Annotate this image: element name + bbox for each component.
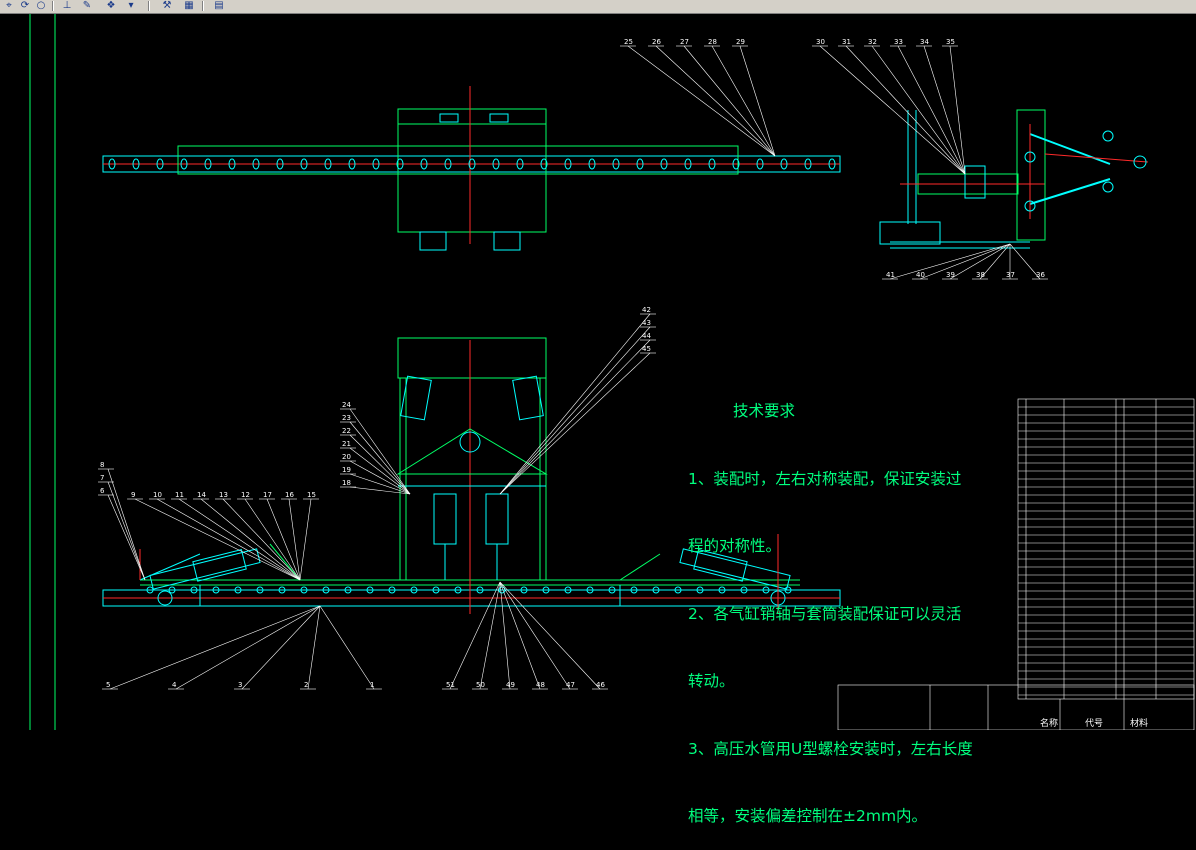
- layers-icon[interactable]: ❖: [106, 0, 116, 11]
- measure-icon[interactable]: ⊥: [62, 0, 72, 11]
- balloon-front-left-top: 7: [100, 474, 104, 482]
- balloon-top: 29: [736, 38, 745, 46]
- balloon-front-right: 45: [642, 345, 651, 353]
- balloon-front-left-top: 9: [131, 491, 135, 499]
- trim-icon[interactable]: ⚒: [162, 0, 172, 11]
- dropdown-icon[interactable]: ▾: [128, 0, 134, 11]
- circle-icon[interactable]: ○: [36, 0, 46, 11]
- footer-name: 名称: [1040, 717, 1058, 729]
- balloon-front-left: 20: [342, 453, 351, 461]
- tech-line-6: 相等，安装偏差控制在±2mm内。: [688, 807, 928, 825]
- balloon-side-top: 32: [868, 38, 877, 46]
- balloon-top: 27: [680, 38, 689, 46]
- balloon-front-left: 18: [342, 479, 351, 487]
- side-view: [879, 109, 1149, 249]
- balloon-front-left-top: 8: [100, 461, 104, 469]
- balloon-front-bottom: 2: [304, 681, 308, 689]
- balloon-front-left-top: 15: [307, 491, 316, 499]
- tech-line-1: 1、装配时，左右对称装配，保证安装过: [688, 469, 962, 488]
- tech-line-4: 转动。: [688, 672, 735, 690]
- tech-line-2: 程的对称性。: [688, 537, 782, 555]
- tech-line-5: 3、高压水管用U型螺栓安装时，左右长度: [688, 739, 973, 758]
- balloon-front-left-top: 12: [241, 491, 250, 499]
- tech-line-3: 2、各气缸销轴与套筒装配保证可以灵活: [688, 604, 962, 623]
- balloon-front-left: 23: [342, 414, 351, 422]
- balloon-side-bottom: 41: [886, 271, 895, 279]
- balloon-side-top: 33: [894, 38, 903, 46]
- balloon-front-left-top: 17: [263, 491, 272, 499]
- balloon-front-left-top: 14: [197, 491, 206, 499]
- balloon-front-right: 44: [642, 332, 651, 340]
- hatch-icon[interactable]: ▦: [184, 0, 194, 11]
- balloon-front-bottom: 47: [566, 681, 575, 689]
- top-view: [102, 86, 841, 251]
- balloon-side-bottom: 39: [946, 271, 955, 279]
- balloon-front-bottom: 51: [446, 681, 455, 689]
- balloon-front-bottom: 4: [172, 681, 177, 689]
- balloon-side-top: 31: [842, 38, 851, 46]
- balloon-side-bottom: 40: [916, 271, 925, 279]
- balloon-top: 26: [652, 38, 661, 46]
- balloon-side-top: 35: [946, 38, 955, 46]
- balloon-side-top: 30: [816, 38, 825, 46]
- pencil-icon[interactable]: ✎: [82, 0, 92, 11]
- balloon-front-bottom: 1: [370, 681, 374, 689]
- balloon-side-top: 34: [920, 38, 929, 46]
- front-view: [102, 337, 841, 614]
- toolbar: ⌖ ⟳ ○ ⊥ ✎ ❖ ▾ ⚒ ▦ ▤: [0, 0, 1196, 14]
- balloon-front-bottom: 49: [506, 681, 515, 689]
- balloon-front-right: 42: [642, 306, 651, 314]
- balloon-top: 25: [624, 38, 633, 46]
- tech-title: 技术要求: [733, 402, 796, 420]
- balloon-front-left: 19: [342, 466, 351, 474]
- balloon-side-bottom: 38: [976, 271, 985, 279]
- balloon-front-left: 24: [342, 401, 351, 409]
- balloon-side-bottom: 37: [1006, 271, 1015, 279]
- balloon-front-left-top: 13: [219, 491, 228, 499]
- properties-icon[interactable]: ▤: [214, 0, 224, 11]
- balloon-front-left-top: 6: [100, 487, 105, 495]
- balloon-front-bottom: 5: [106, 681, 110, 689]
- rotate-icon[interactable]: ⟳: [20, 0, 30, 11]
- snap-icon[interactable]: ⌖: [6, 0, 12, 11]
- balloon-front-left-top: 11: [175, 491, 184, 499]
- balloon-side-bottom: 36: [1036, 271, 1045, 279]
- balloon-front-left: 22: [342, 427, 351, 435]
- balloon-front-left: 21: [342, 440, 351, 448]
- footer-code: 代号: [1085, 718, 1103, 729]
- balloon-front-right: 43: [642, 319, 651, 327]
- balloon-front-left-top: 16: [285, 491, 294, 499]
- balloon-front-bottom: 46: [596, 681, 605, 689]
- balloon-front-left-top: 10: [153, 491, 162, 499]
- technical-requirements: 技术要求 1、装配时，左右对称装配，保证安装过 程的对称性。 2、各气缸销轴与套…: [688, 355, 1008, 850]
- balloon-front-bottom: 48: [536, 681, 545, 689]
- parts-table: [837, 398, 1195, 730]
- balloon-front-bottom: 50: [476, 681, 485, 689]
- balloon-top: 28: [708, 38, 717, 46]
- footer-material: 材料: [1130, 717, 1148, 729]
- balloon-front-bottom: 3: [238, 681, 242, 689]
